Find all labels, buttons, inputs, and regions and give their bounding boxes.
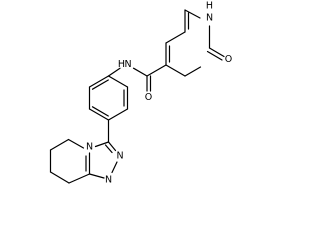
atom-label-amide-n-h: H <box>118 59 125 70</box>
atom-label-triazole-n-lower: N <box>105 175 112 186</box>
bond <box>49 171 70 184</box>
bond <box>104 144 113 154</box>
bond <box>107 75 129 88</box>
bond <box>111 161 118 174</box>
bond <box>107 108 129 121</box>
atom-label-nh-n: N <box>206 13 213 24</box>
bond <box>88 108 110 121</box>
bond <box>91 79 109 90</box>
bond <box>165 64 186 77</box>
atom-label-ring-o: O <box>225 54 232 65</box>
structure-canvas: H N O O H N N N N <box>49 0 233 186</box>
bond <box>88 75 110 88</box>
bond <box>184 9 201 19</box>
bond <box>107 67 121 77</box>
bond <box>184 66 202 77</box>
bond <box>206 50 223 61</box>
bond <box>88 173 105 179</box>
bond <box>91 106 109 117</box>
bond <box>208 47 225 58</box>
atom-labels: H N O O H N N N N <box>86 1 232 186</box>
bond <box>67 138 85 149</box>
bond <box>49 138 70 151</box>
atom-label-triazole-n-bridge: N <box>86 142 93 153</box>
atom-label-triazole-n-upper: N <box>116 151 123 162</box>
atom-label-amide-o: O <box>145 92 152 103</box>
bond <box>146 64 167 77</box>
bond <box>94 141 110 148</box>
bond <box>132 67 148 77</box>
bond <box>68 173 91 184</box>
atom-label-amide-n: N <box>124 59 131 70</box>
bond <box>107 141 117 152</box>
bonds <box>49 9 225 184</box>
atom-label-nh-h: H <box>206 1 213 12</box>
bond <box>165 31 186 44</box>
molecule-structure: H N O O H N N N N <box>49 1 232 186</box>
